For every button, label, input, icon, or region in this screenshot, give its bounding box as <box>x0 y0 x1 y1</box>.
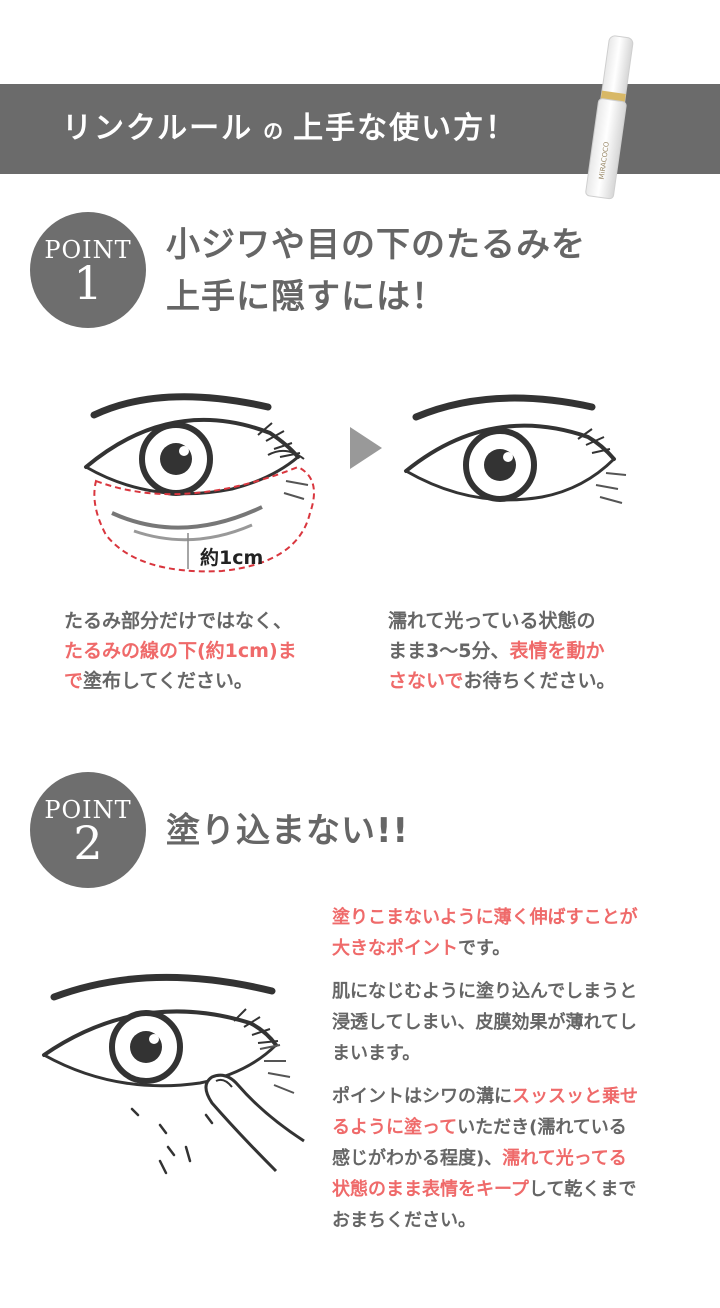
text-highlight: 表情を動か <box>509 640 605 662</box>
measure-label: 約1cm <box>200 547 264 569</box>
point2-badge-number: 2 <box>73 816 103 870</box>
point2-badge-label: POINT <box>44 796 132 824</box>
text-line: ポイントはシワの溝にスッスッと乗せ <box>332 1081 638 1112</box>
eye-after-illustration <box>404 394 627 504</box>
eye-finger-illustration <box>42 973 305 1175</box>
text-line: さないでお待ちください。 <box>388 666 615 696</box>
banner-title-rest: 上手な使い方！ <box>293 111 518 146</box>
point1-badge: POINT 1 <box>30 212 146 328</box>
point1-heading-line1: 小ジワや目の下のたるみを <box>166 225 586 265</box>
text-span: ポイントはシワの溝に <box>332 1086 512 1107</box>
text-highlight: 大きなポイント <box>332 938 458 959</box>
text-line: まま3〜5分、表情を動か <box>388 636 615 666</box>
point1-badge-label: POINT <box>44 236 132 264</box>
point2-heading: 塗り込まない!! <box>166 811 410 851</box>
text-line: 感じがわかる程度)、濡れて光ってる <box>332 1143 638 1174</box>
text-span: お待ちください。 <box>463 670 616 692</box>
text-line-highlight: たるみの線の下(約1cm)ま <box>64 640 297 662</box>
text-line: たるみ部分だけではなく、 <box>64 610 293 632</box>
point2-paragraph-1: 塗りこまないように薄く伸ばすことが 大きなポイントです。 <box>332 902 638 964</box>
text-line: 浸透してしまい、皮膜効果が薄れてし <box>332 1012 637 1033</box>
text-line: で塗布してください。 <box>64 666 297 696</box>
text-highlight: で <box>64 670 84 692</box>
text-span: いただき(濡れている <box>457 1117 627 1138</box>
text-line: 状態のまま表情をキープして乾くまで <box>332 1174 638 1205</box>
text-highlight: 状態のまま表情をキープ <box>332 1179 529 1200</box>
text-highlight: さないで <box>388 670 464 692</box>
text-highlight: るように塗って <box>332 1117 458 1138</box>
text-span: 感じがわかる程度)、 <box>332 1148 503 1169</box>
banner-title-connector: の <box>263 119 284 143</box>
text-highlight: 濡れて光ってる <box>502 1148 627 1169</box>
eye-before-illustration <box>84 393 315 573</box>
banner-title-main: リンクルール <box>62 111 254 146</box>
point1-left-text: たるみ部分だけではなく、 たるみの線の下(約1cm)ま で塗布してください。 <box>64 606 297 696</box>
point1-heading-line2: 上手に隠すには！ <box>166 277 446 317</box>
text-span: して乾くまで <box>528 1179 637 1200</box>
text-line: まいます。 <box>332 1043 421 1064</box>
text-span: まま3〜5分、 <box>388 640 510 662</box>
text-highlight: スッスッと乗せ <box>512 1086 638 1107</box>
point2-badge: POINT 2 <box>30 772 146 888</box>
point1-right-text: 濡れて光っている状態の まま3〜5分、表情を動か さないでお待ちください。 <box>388 606 615 696</box>
text-line: 肌になじむように塗り込んでしまうと <box>332 981 638 1002</box>
product-tube-image: MiRACOCO <box>585 35 634 200</box>
text-span: です。 <box>458 938 511 959</box>
point2-paragraph-3: ポイントはシワの溝にスッスッと乗せ るように塗っていただき(濡れている 感じがわ… <box>332 1081 638 1236</box>
point1-badge-number: 1 <box>73 256 103 310</box>
text-line: おまちください。 <box>332 1210 476 1231</box>
text-line-highlight: 塗りこまないように薄く伸ばすことが <box>332 907 638 928</box>
play-arrow-icon <box>350 427 382 469</box>
banner-title: リンクルールの上手な使い方！ <box>62 84 517 174</box>
text-span: 塗布してください。 <box>83 670 253 692</box>
text-line: るように塗っていただき(濡れている <box>332 1112 638 1143</box>
text-line: 濡れて光っている状態の <box>388 610 596 632</box>
text-line: 大きなポイントです。 <box>332 933 638 964</box>
point2-paragraph-2: 肌になじむように塗り込んでしまうと 浸透してしまい、皮膜効果が薄れてし まいます… <box>332 976 637 1069</box>
